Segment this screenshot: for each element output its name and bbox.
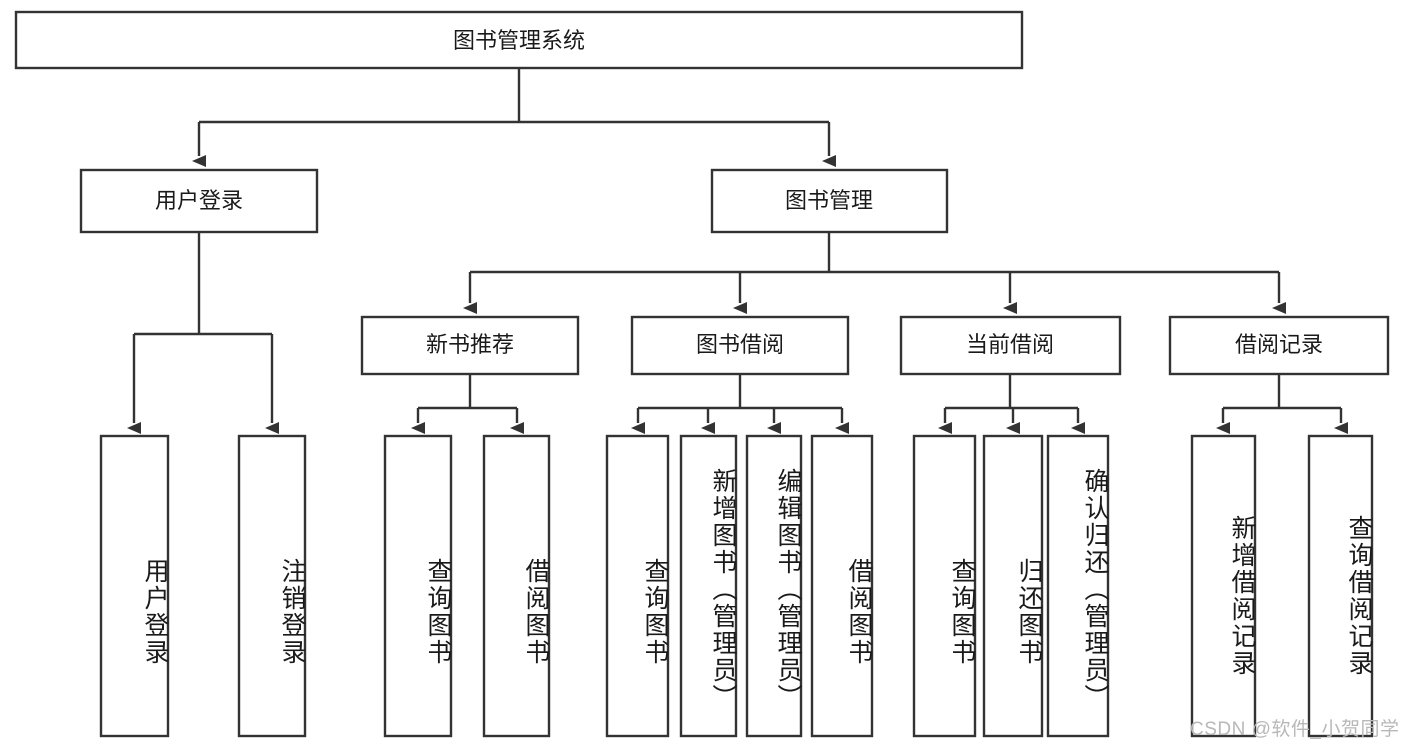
leaf-query-book-3-rect[interactable] bbox=[912, 434, 977, 738]
leaf-user-login-rect[interactable] bbox=[99, 434, 170, 738]
node-new-book-recommend[interactable]: 新书推荐 bbox=[360, 315, 580, 376]
leaf-add-record-rect[interactable] bbox=[1190, 434, 1257, 738]
node-borrow-record[interactable]: 借阅记录 bbox=[1168, 315, 1390, 376]
connector-borrow-record-to-leaves bbox=[1216, 374, 1348, 434]
node-current-borrow[interactable]: 当前借阅 bbox=[899, 315, 1122, 376]
node-book-manage[interactable]: 图书管理 bbox=[710, 168, 949, 234]
node-new-book-recommend-label: 新书推荐 bbox=[426, 332, 514, 357]
leaf-borrow-book-1-rect[interactable] bbox=[482, 434, 551, 738]
node-borrow-record-label: 借阅记录 bbox=[1235, 332, 1323, 357]
node-user-login[interactable]: 用户登录 bbox=[79, 168, 319, 234]
connector-current-borrow-to-leaves bbox=[938, 374, 1085, 434]
connector-user-login-to-leaves bbox=[127, 232, 279, 434]
leaf-add-book-rect[interactable] bbox=[679, 434, 738, 738]
leaf-confirm-return-rect[interactable] bbox=[1046, 434, 1110, 738]
node-book-borrow[interactable]: 图书借阅 bbox=[630, 315, 850, 376]
node-user-login-label: 用户登录 bbox=[155, 188, 243, 213]
connector-root-to-level2 bbox=[192, 68, 836, 167]
leaf-query-record-rect[interactable] bbox=[1307, 434, 1374, 738]
leaf-query-book-1-rect[interactable] bbox=[383, 434, 453, 738]
leaf-borrow-book-2-rect[interactable] bbox=[810, 434, 874, 738]
node-current-borrow-label: 当前借阅 bbox=[966, 332, 1054, 357]
node-root-rect bbox=[14, 10, 1024, 70]
leaf-return-book-rect[interactable] bbox=[982, 434, 1044, 738]
leaf-user-logout-rect[interactable] bbox=[237, 434, 307, 738]
connector-book-manage-to-level3 bbox=[463, 232, 1286, 314]
node-user-login-rect bbox=[79, 168, 319, 234]
connector-new-book-recommend-to-leaves bbox=[411, 374, 524, 434]
node-root-label: 图书管理系统 bbox=[453, 28, 585, 53]
node-book-manage-label: 图书管理 bbox=[785, 188, 873, 213]
leaf-boxes bbox=[99, 434, 1374, 738]
leaf-edit-book-rect[interactable] bbox=[745, 434, 803, 738]
connector-book-borrow-to-leaves bbox=[631, 374, 849, 434]
node-root[interactable]: 图书管理系统 bbox=[14, 10, 1024, 70]
csdn-watermark: CSDN @软件_小贺同学 bbox=[1190, 719, 1400, 740]
node-book-borrow-label: 图书借阅 bbox=[696, 332, 784, 357]
leaf-query-book-2-rect[interactable] bbox=[605, 434, 670, 738]
node-current-borrow-rect bbox=[899, 315, 1122, 376]
node-new-book-recommend-rect bbox=[360, 315, 580, 376]
